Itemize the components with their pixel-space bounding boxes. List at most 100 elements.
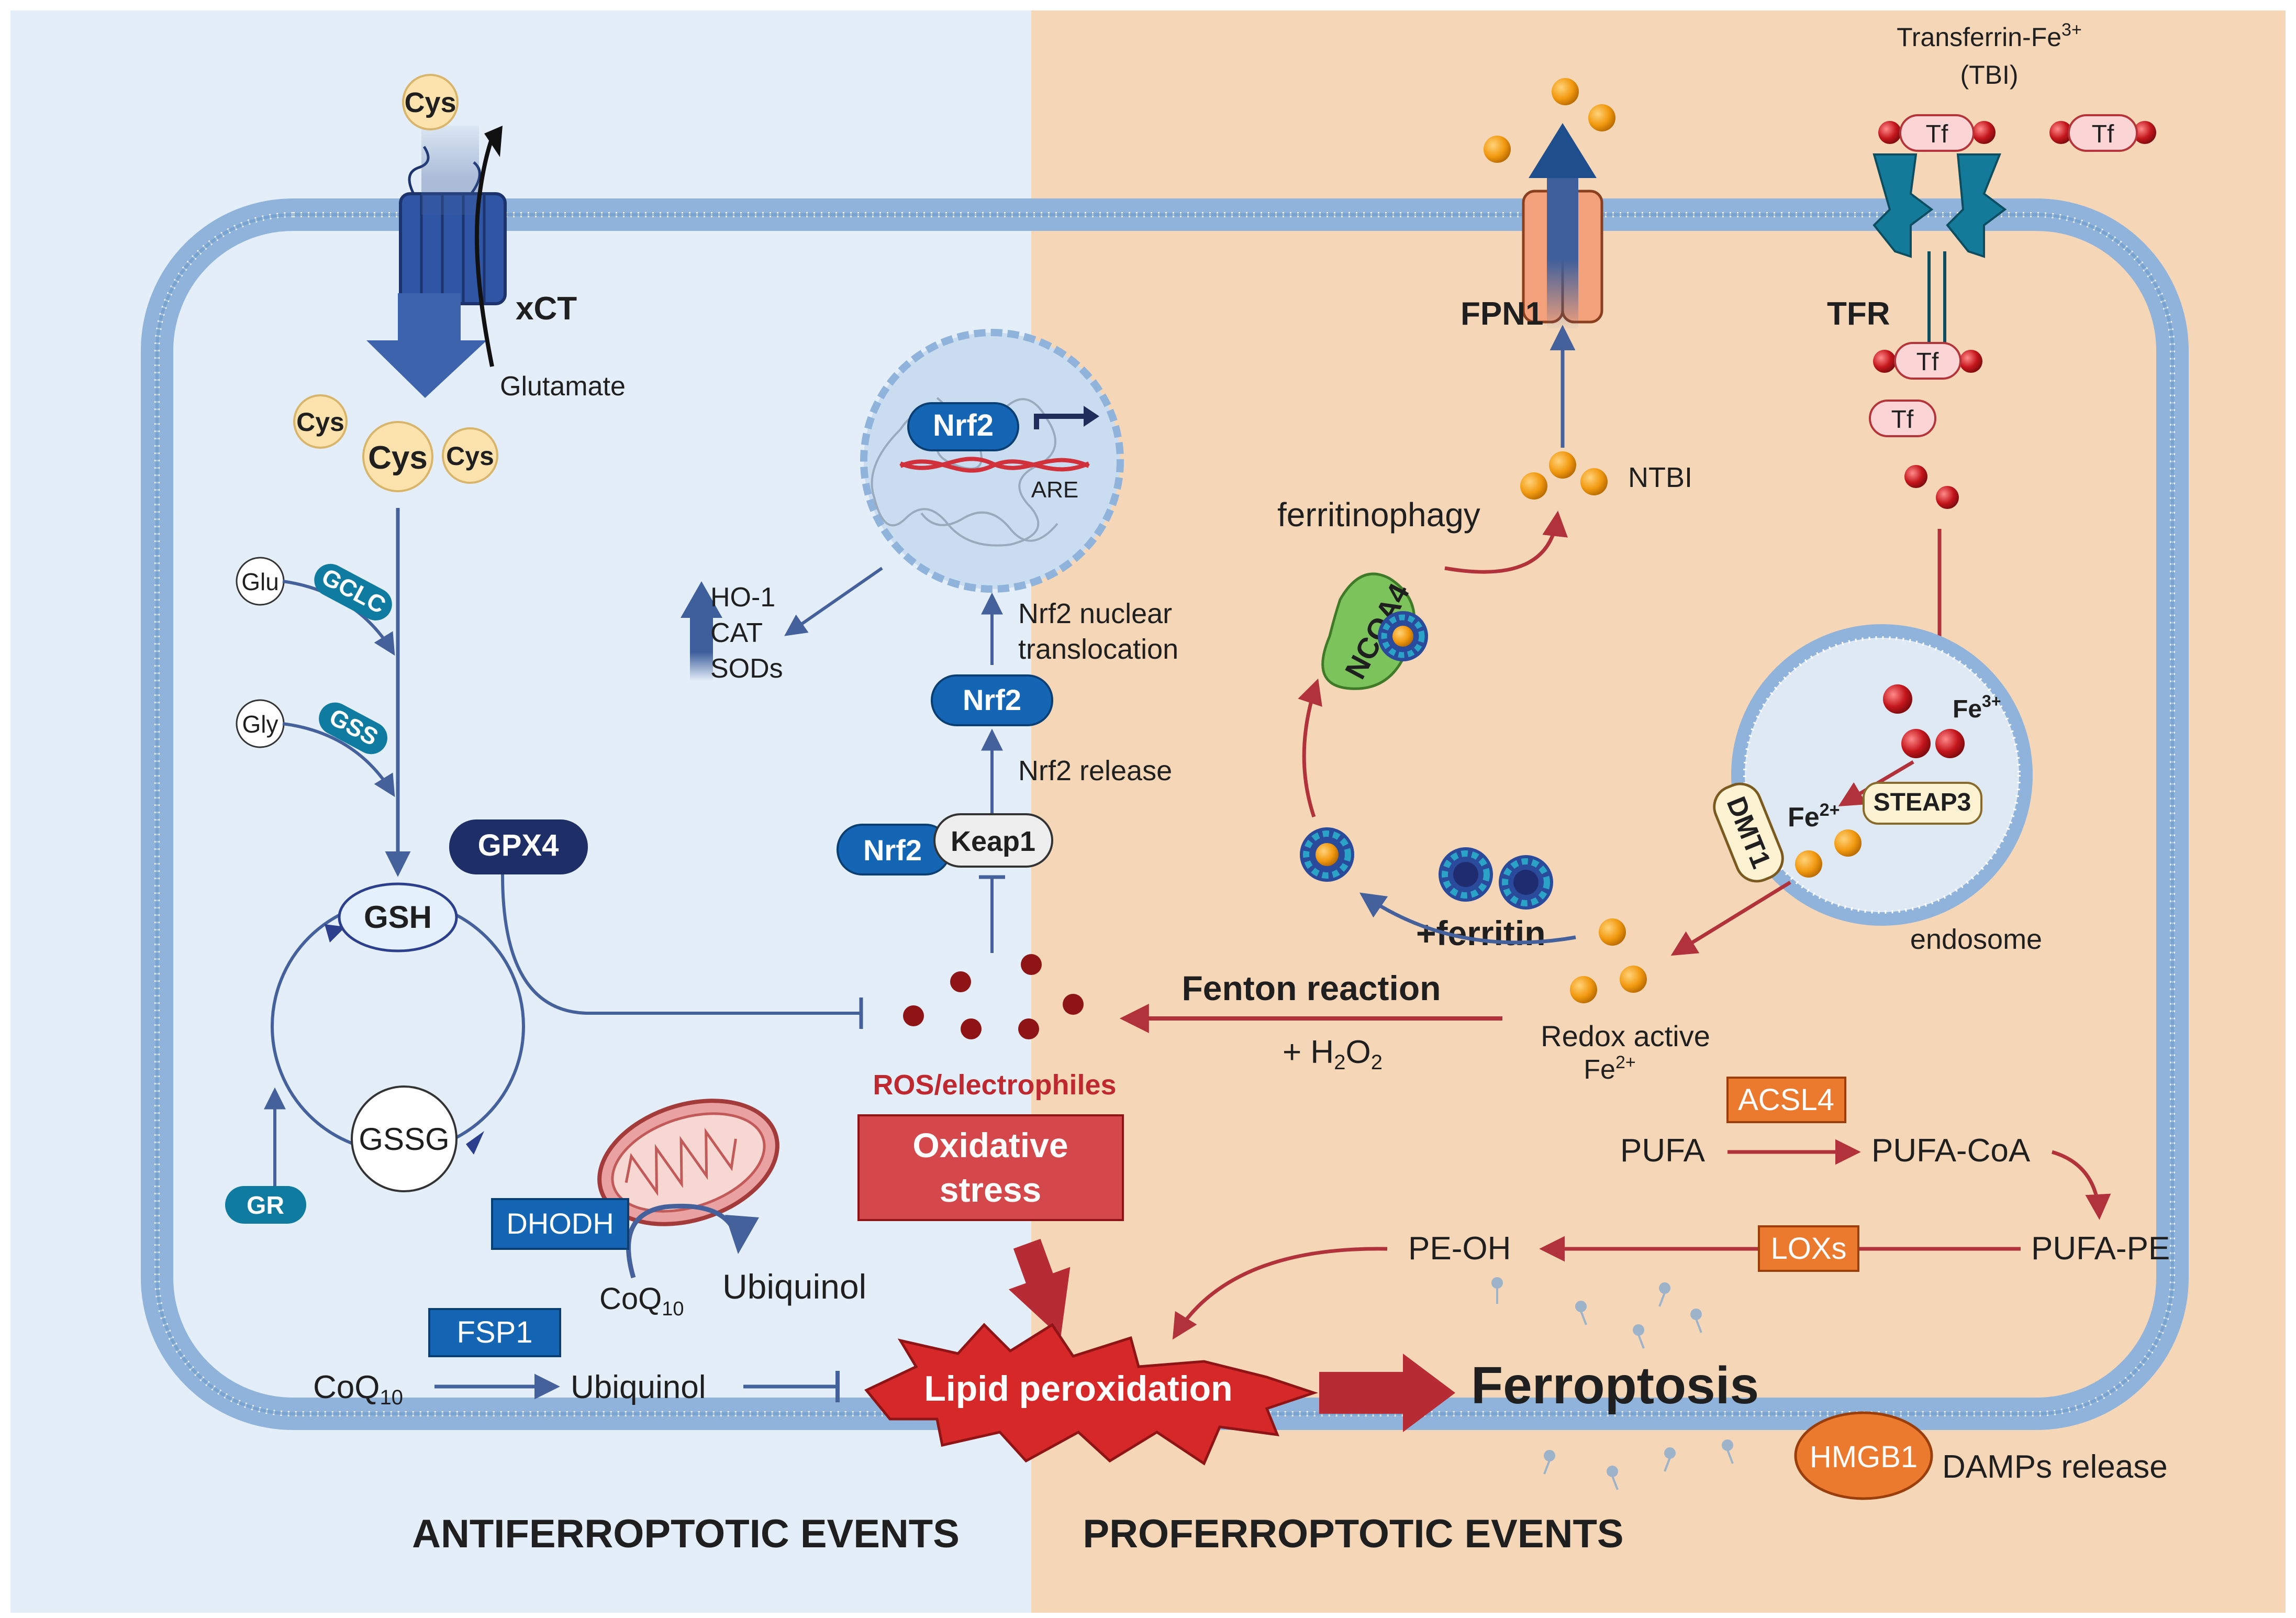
steap3-label: STEAP3 — [1874, 789, 1971, 816]
cys-import-glow — [421, 126, 479, 215]
coq10-membrane: CoQ10 — [313, 1369, 403, 1409]
fpn1-label: FPN1 — [1461, 296, 1543, 332]
tbi-label: Transferrin-Fe3+ — [1897, 20, 2082, 52]
are-label: ARE — [1031, 477, 1078, 503]
glutamate-export-arrow — [474, 130, 497, 367]
antiferroptotic-title: ANTIFERROPTOTIC EVENTS — [412, 1512, 960, 1556]
cycle-arrowhead — [466, 1131, 484, 1155]
stress-to-peroxidation-arrow — [1008, 1238, 1071, 1337]
tf-label: Tf — [1916, 348, 1939, 376]
translocation-line1: Nrf2 nuclear — [1018, 598, 1172, 629]
gr-pill — [225, 1186, 306, 1224]
gssg-node — [351, 1085, 458, 1192]
cys-inside-label: Cys — [446, 441, 494, 471]
glu-label: Glu — [241, 568, 279, 595]
ncoa4-ferritin — [1378, 611, 1428, 661]
redox-fe-superscript: 2+ — [1615, 1052, 1636, 1072]
tfr-label: TFR — [1827, 296, 1890, 332]
pufa-coa-to-pe-arrow — [2052, 1150, 2111, 1220]
fsp1-box — [428, 1308, 561, 1357]
tf-label: Tf — [1926, 120, 1948, 148]
fe3-label: Fe3+ — [1953, 692, 2001, 723]
ferritinophagy-label: ferritinophagy — [1277, 496, 1480, 534]
dhodh-label: DHODH — [506, 1207, 614, 1240]
pufa-coa-label: PUFA-CoA — [1871, 1133, 2031, 1169]
internalized-transferrin: Tf Tf — [1869, 342, 1982, 509]
ntbi-iron — [1520, 451, 1608, 500]
fe3-text: Fe — [1953, 695, 1982, 723]
free-transferrin: Tf — [2049, 114, 2156, 152]
acsl4-box — [1726, 1077, 1846, 1123]
dhodh-box — [491, 1198, 629, 1250]
steap3-box — [1863, 782, 1982, 825]
loxs-box — [1758, 1225, 1859, 1272]
fsp1-label: FSP1 — [456, 1315, 532, 1349]
gpx4-label: GPX4 — [478, 828, 559, 862]
tfr-receptor — [1873, 153, 2007, 367]
glutamate-label: Glutamate — [500, 371, 626, 402]
translocation-label: Nrf2 nuclear translocation — [1018, 598, 1180, 665]
ferritin-storage-arrow — [1359, 892, 1576, 945]
h2o2-label: + H2O2 — [1283, 1034, 1383, 1074]
exported-iron — [1484, 78, 1615, 163]
pufa-label: PUFA — [1620, 1133, 1706, 1169]
nrf2-free-label: Nrf2 — [963, 683, 1021, 716]
nucleus-nrf2-pill — [907, 402, 1019, 451]
bound-transferrin: Tf — [1878, 114, 1996, 152]
ubiquinol-mito: Ubiquinol — [722, 1267, 866, 1306]
lipid-peroxidation-burst — [864, 1323, 1318, 1466]
tbi-abbrev: (TBI) — [1960, 60, 2018, 90]
xct-label: xCT — [516, 291, 577, 327]
redox-fe-label: Fe2+ — [1584, 1052, 1635, 1085]
dmt1-export-arrow — [1670, 881, 1791, 956]
gly-arrow — [282, 722, 395, 797]
tbi-superscript: 3+ — [2061, 20, 2082, 40]
cycle-arrowhead — [325, 924, 345, 943]
nrf2-free-pill — [931, 674, 1053, 726]
lipid-fragments — [1491, 1277, 1734, 1490]
endosome-fe3 — [1883, 684, 1965, 758]
proferroptotic-panel — [1031, 10, 2286, 1613]
fpn1-export-arrowhead — [1529, 123, 1597, 178]
damps-label: DAMPs release — [1942, 1449, 2168, 1485]
ferroptosis-label: Ferroptosis — [1471, 1356, 1759, 1415]
target-cat: CAT — [710, 618, 763, 648]
redox-active-label: Redox active — [1541, 1019, 1710, 1052]
ros-particles — [903, 954, 1084, 1039]
release-label: Nrf2 release — [1018, 755, 1172, 786]
target-sods: SODs — [710, 653, 783, 684]
cys-inside-cluster: Cys Cys Cys — [293, 394, 498, 492]
endosome-membrane — [1743, 636, 2021, 914]
lipid-peroxidation-label: Lipid peroxidation — [924, 1369, 1232, 1409]
ferritin-complexes — [1300, 827, 1553, 910]
gpx4-pill — [449, 819, 588, 874]
ferritin-label: +ferritin — [1416, 914, 1546, 952]
gsh-label: GSH — [364, 900, 432, 935]
mitochondrion — [597, 1099, 779, 1226]
tf-label: Tf — [2092, 120, 2114, 148]
fe2-label: Fe2+ — [1788, 800, 1840, 833]
gpx4-inhibition-line — [501, 874, 861, 1015]
tf-label: Tf — [1891, 406, 1914, 434]
hmgb1-ellipse — [1794, 1411, 1933, 1500]
endosome — [1731, 624, 2033, 926]
pufa-pe-label: PUFA-PE — [2031, 1231, 2170, 1267]
coq10-mito-text: CoQ — [599, 1282, 662, 1316]
glutamate-export-arrowhead — [484, 126, 503, 157]
coq10-mito-subscript: 10 — [662, 1298, 684, 1320]
ntbi-label: NTBI — [1628, 462, 1692, 493]
loxs-label: LOXs — [1770, 1232, 1846, 1266]
coq-cycle-arrowhead — [725, 1215, 759, 1254]
keap1-label: Keap1 — [951, 826, 1035, 857]
ferroptosis-arrow — [1319, 1354, 1455, 1432]
complex-nrf2-label: Nrf2 — [863, 834, 922, 867]
hmgb1-label: HMGB1 — [1810, 1440, 1918, 1474]
gsh-node — [338, 882, 458, 952]
endosome-label: endosome — [1910, 924, 2042, 955]
ros-label: ROS/electrophiles — [873, 1069, 1116, 1101]
acsl4-label: ACSL4 — [1738, 1083, 1834, 1117]
pe-oh-label: PE-OH — [1408, 1231, 1511, 1267]
h2o2-subscript: 2 — [1334, 1051, 1345, 1074]
target-ho1: HO-1 — [710, 582, 775, 613]
